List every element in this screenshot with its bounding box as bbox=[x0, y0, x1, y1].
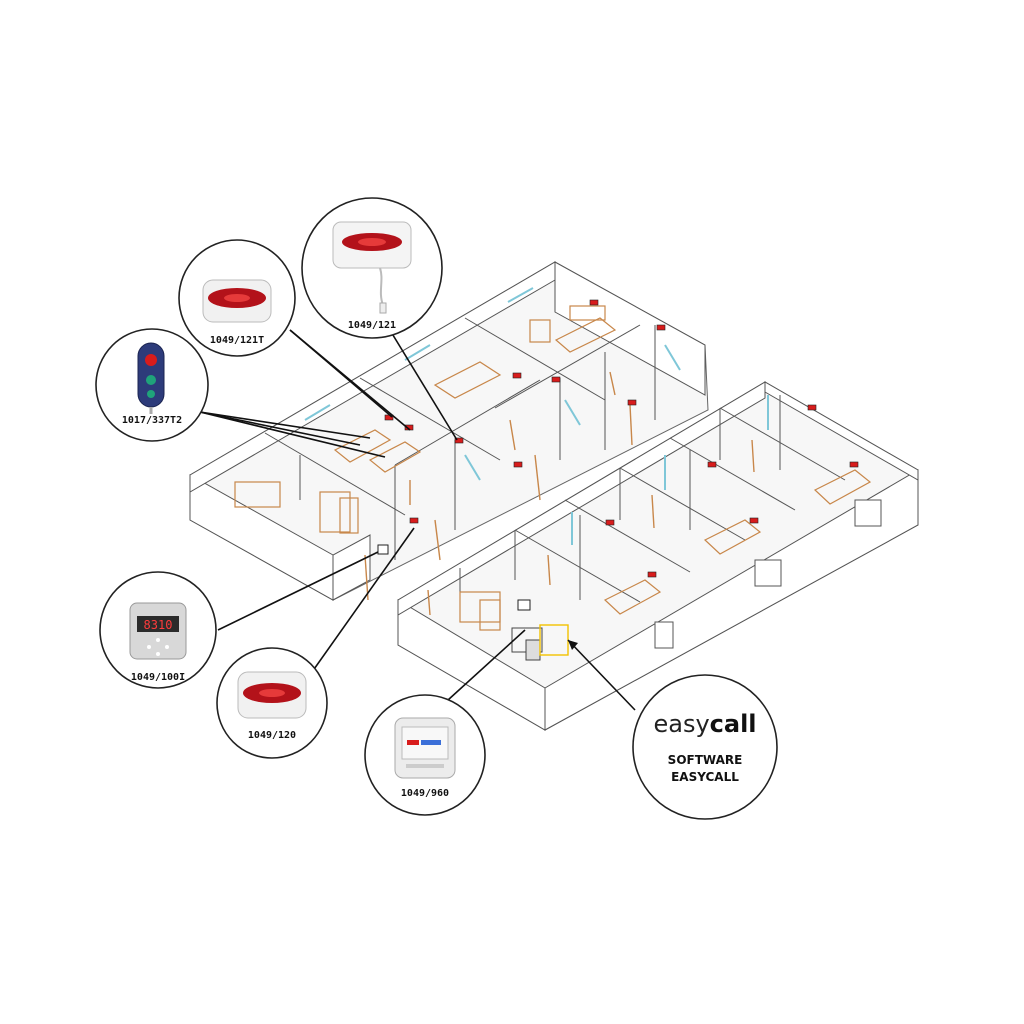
display-readout: 8310 bbox=[144, 618, 173, 632]
callout-1049-121t: 1049/121T bbox=[178, 239, 296, 357]
building-left-wing bbox=[189, 261, 709, 601]
device-label-1049-100i: 1049/100I bbox=[131, 672, 185, 683]
callout-software-easycall: easycall SOFTWARE EASYCALL bbox=[632, 674, 778, 820]
callout-1049-120: 1049/120 bbox=[216, 647, 328, 759]
device-label-1049-960: 1049/960 bbox=[401, 788, 449, 799]
device-label-1017-337t2: 1017/337T2 bbox=[122, 415, 182, 426]
building-right-wing bbox=[397, 381, 919, 731]
easycall-logo: easycall bbox=[653, 710, 756, 738]
callout-1049-121: 1049/121 bbox=[301, 197, 443, 339]
device-label-1049-120: 1049/120 bbox=[248, 730, 296, 741]
device-label-1049-121t: 1049/121T bbox=[210, 335, 264, 346]
right-wing-call-lamps bbox=[605, 404, 859, 578]
callout-1017-337t2: 1017/337T2 bbox=[95, 328, 209, 442]
software-label-line2: EASYCALL bbox=[671, 770, 739, 784]
wall-display-unit bbox=[377, 544, 389, 555]
device-label-1049-121: 1049/121 bbox=[348, 320, 396, 331]
software-label-line1: SOFTWARE bbox=[668, 753, 743, 767]
callout-1049-960: 1049/960 bbox=[364, 694, 486, 816]
callout-1049-100i: 8310 1049/100I bbox=[99, 571, 217, 689]
leader-lines bbox=[199, 321, 636, 711]
